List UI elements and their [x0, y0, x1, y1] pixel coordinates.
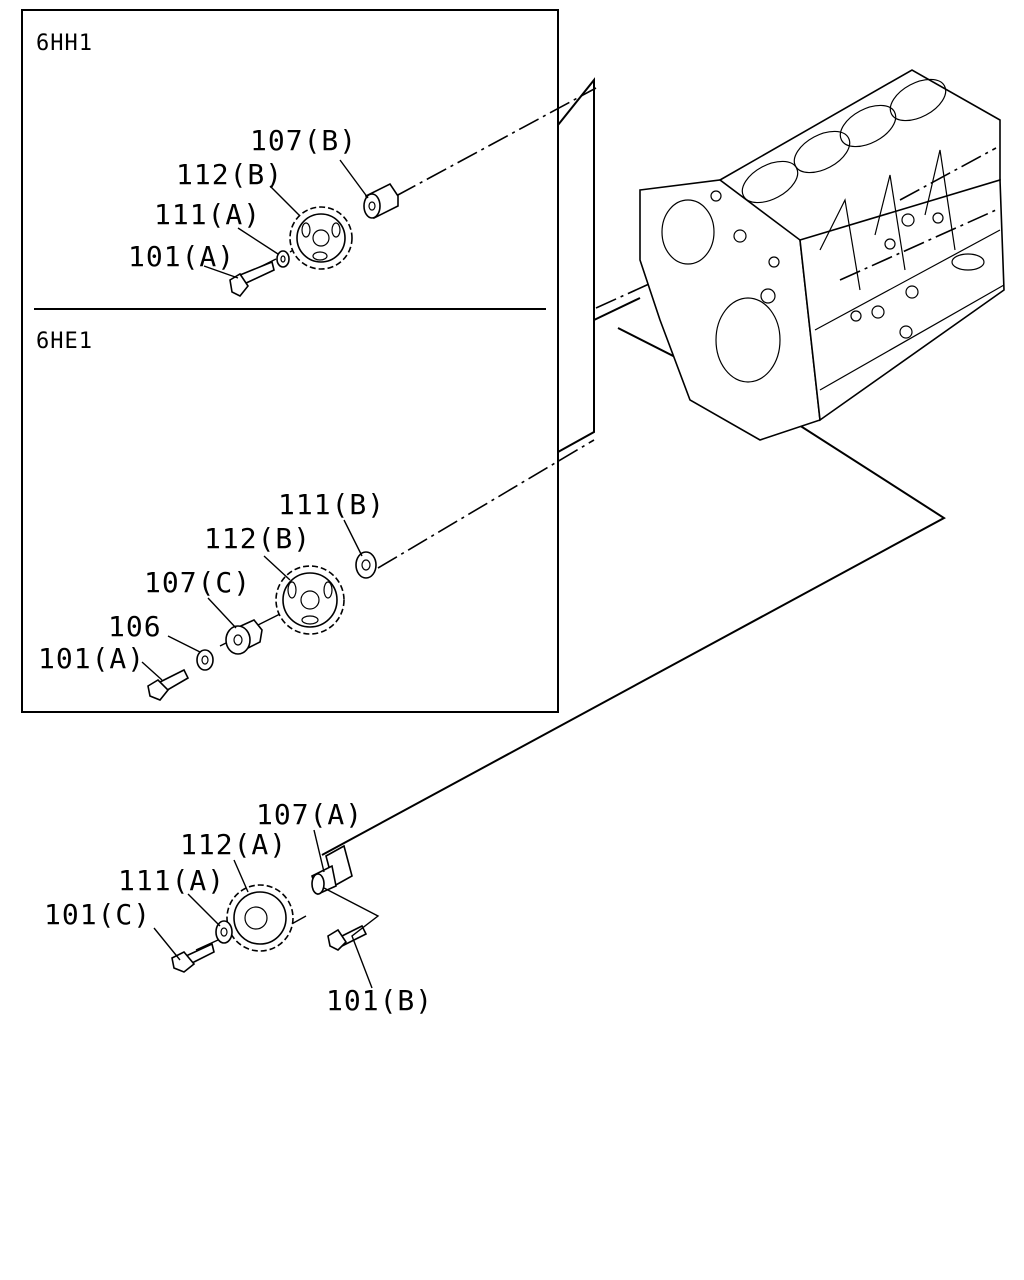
variant-label-6he1: 6HE1 — [36, 329, 93, 354]
callout-107b: 107(B) — [250, 124, 357, 157]
engine-cylinder-block — [639, 69, 1005, 441]
callout-112a: 112(A) — [180, 828, 287, 861]
callout-106: 106 — [108, 610, 162, 643]
idler-gear-112b — [289, 206, 353, 270]
callout-107c: 107(C) — [144, 566, 251, 599]
callout-101c: 101(C) — [44, 898, 151, 931]
thrust-washer-111a-6hh1 — [276, 250, 290, 268]
callout-107a: 107(A) — [256, 798, 363, 831]
callout-112b-6he1: 112(B) — [204, 522, 311, 555]
bolt-101a-6hh1 — [229, 260, 275, 298]
bolt-101a-6he1 — [147, 668, 190, 701]
variant-inset-panel: 6HH1 6HE1 — [21, 9, 559, 713]
parts-6hh1 — [229, 182, 399, 298]
callout-101b: 101(B) — [326, 984, 433, 1017]
callout-labels: 107(B) 112(B) 111(A) 101(A) 111(B) 112(B… — [38, 124, 433, 1017]
callout-111b: 111(B) — [278, 488, 385, 521]
idler-gear-112a — [226, 884, 294, 952]
callout-101a-6hh1: 101(A) — [128, 240, 235, 273]
callout-111a-6hh1: 111(A) — [154, 198, 261, 231]
parts-6he1 — [147, 551, 377, 701]
callout-101a-6he1: 101(A) — [38, 642, 145, 675]
idler-shaft-107b — [363, 182, 399, 220]
idler-shaft-107c — [225, 619, 263, 655]
parts-main-assembly — [171, 844, 368, 973]
idler-shaft-107a — [311, 844, 353, 896]
callout-leader-lines — [141, 159, 380, 989]
washer-106 — [196, 649, 214, 671]
variant-label-6hh1: 6HH1 — [36, 31, 93, 56]
thrust-washer-111a-main — [215, 920, 233, 944]
idler-gear-112b-6he1 — [275, 565, 345, 635]
callout-112b-6hh1: 112(B) — [176, 158, 283, 191]
callout-111a-main: 111(A) — [118, 864, 225, 897]
thrust-washer-111b — [355, 551, 377, 579]
